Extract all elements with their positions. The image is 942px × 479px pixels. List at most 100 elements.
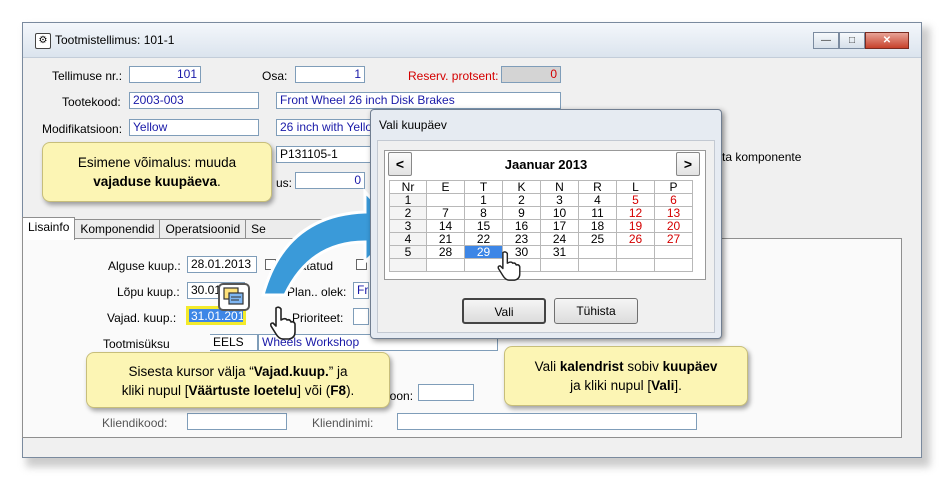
- calendar-day[interactable]: 20: [654, 219, 693, 233]
- calendar-day[interactable]: 8: [464, 206, 503, 220]
- tab-komponendid[interactable]: Komponendid: [74, 219, 161, 240]
- calendar-header: P: [654, 180, 693, 194]
- calendar-day[interactable]: 10: [540, 206, 579, 220]
- calendar-day[interactable]: 19: [616, 219, 655, 233]
- next-month-button[interactable]: >: [676, 152, 700, 176]
- calendar-day[interactable]: 3: [540, 193, 579, 207]
- modifikatsioon-field[interactable]: Yellow: [129, 119, 259, 136]
- prioriteet-field[interactable]: [353, 308, 369, 325]
- calendar-week: 4 21 22 23 24 25 26 27: [389, 232, 693, 246]
- callout-text: Sisesta kursor välja “: [128, 364, 254, 379]
- tab-operatsioonid[interactable]: Operatsioonid: [159, 219, 247, 240]
- calendar-day[interactable]: 5: [616, 193, 655, 207]
- prioriteet-label: Prioriteet:: [292, 311, 344, 325]
- callout-right: Vali kalendrist sobiv kuupäev ja kliki n…: [504, 346, 748, 406]
- sioon-field[interactable]: [418, 384, 474, 401]
- calendar-day[interactable]: 14: [426, 219, 465, 233]
- calendar-day[interactable]: 18: [578, 219, 617, 233]
- calendar-day[interactable]: 25: [578, 232, 617, 246]
- kliendinimi-field[interactable]: [397, 413, 697, 430]
- callout-right-line2: ja kliki nupul [Vali].: [505, 376, 747, 395]
- maximize-button[interactable]: □: [839, 32, 865, 49]
- calendar-day[interactable]: 17: [540, 219, 579, 233]
- calendar-day[interactable]: 27: [654, 232, 693, 246]
- calendar-day[interactable]: [578, 245, 617, 259]
- osa-field[interactable]: 1: [295, 66, 365, 83]
- calendar-day[interactable]: [426, 258, 465, 272]
- callout-text-bold: Väärtuste loetelu: [188, 383, 298, 398]
- calendar-day[interactable]: [654, 258, 693, 272]
- status-field[interactable]: 0: [295, 172, 365, 189]
- calendar-day-selected[interactable]: 29: [464, 245, 503, 259]
- calendar-day[interactable]: [540, 258, 579, 272]
- calendar-week: 5 28 29 30 31: [389, 245, 693, 259]
- hand-cursor-icon: [497, 251, 521, 281]
- calendar-day[interactable]: [616, 258, 655, 272]
- calendar-day[interactable]: 21: [426, 232, 465, 246]
- plan-olek-field[interactable]: Fr: [353, 282, 369, 299]
- callout-text: ).: [346, 383, 355, 398]
- tab-lisainfo[interactable]: Lisainfo: [22, 217, 76, 240]
- calendar-day[interactable]: [578, 258, 617, 272]
- tellimuse-field[interactable]: 101: [129, 66, 201, 83]
- calendar-header: T: [464, 180, 503, 194]
- calendar-header-row: Nr E T K N R L P: [389, 180, 693, 194]
- calendar-day[interactable]: 26: [616, 232, 655, 246]
- minimize-button[interactable]: —: [813, 32, 839, 49]
- close-button[interactable]: ✕: [865, 32, 909, 49]
- tootekood-field[interactable]: 2003-003: [129, 92, 259, 109]
- calendar-day[interactable]: 16: [502, 219, 541, 233]
- calendar-day[interactable]: 2: [502, 193, 541, 207]
- window-title: Tootmistellimus: 101-1: [55, 33, 175, 47]
- calendar-week: 2 7 8 9 10 11 12 13: [389, 206, 693, 220]
- calendar-grid: Nr E T K N R L P 1 1 2 3 4 5 6 2 7 8 9 1…: [389, 180, 693, 272]
- calendar-header: N: [540, 180, 579, 194]
- tuhista-button[interactable]: Tühista: [554, 298, 638, 324]
- calendar-day[interactable]: 28: [426, 245, 465, 259]
- week-number: 4: [389, 232, 427, 246]
- calendar-day[interactable]: [616, 245, 655, 259]
- calendar-day[interactable]: 13: [654, 206, 693, 220]
- vali-button[interactable]: Vali: [462, 298, 546, 324]
- status-label: us:: [276, 176, 293, 190]
- calendar-day[interactable]: 24: [540, 232, 579, 246]
- callout-text-bold: Vali: [651, 378, 675, 393]
- calendar-day[interactable]: 12: [616, 206, 655, 220]
- week-number: [389, 258, 427, 272]
- calendar-day[interactable]: 1: [464, 193, 503, 207]
- calendar-day[interactable]: 7: [426, 206, 465, 220]
- tootmisuksus-field[interactable]: EELS: [210, 334, 258, 351]
- callout-text-bold: kuupäev: [662, 359, 718, 374]
- hand-cursor-icon: [269, 306, 296, 340]
- lookup-icon[interactable]: [218, 283, 250, 311]
- calendar-day[interactable]: 9: [502, 206, 541, 220]
- title-bar: ⚙ Tootmistellimus: 101-1 — □ ✕: [23, 23, 921, 58]
- calendar-week: 1 1 2 3 4 5 6: [389, 193, 693, 207]
- callout-text: ].: [674, 378, 682, 393]
- calendar-day[interactable]: 31: [540, 245, 579, 259]
- kliendinimi-label: Kliendinimi:: [312, 416, 374, 430]
- calendar-day[interactable]: 11: [578, 206, 617, 220]
- reserv-field[interactable]: 0: [501, 66, 561, 83]
- calendar-month: Jaanuar 2013: [504, 157, 588, 172]
- calendar-day[interactable]: 23: [502, 232, 541, 246]
- calendar-day[interactable]: 15: [464, 219, 503, 233]
- calendar-header: L: [616, 180, 655, 194]
- tootmisuksus-label: Tootmisüksu: [103, 337, 170, 351]
- callout-text-bold: Vajad.kuup.: [253, 364, 329, 379]
- calendar-day[interactable]: 4: [578, 193, 617, 207]
- alguse-field[interactable]: 28.01.2013: [187, 256, 257, 273]
- code-field[interactable]: P131105-1: [276, 146, 376, 163]
- callout-text: ] või (: [297, 383, 331, 398]
- calendar-day[interactable]: 22: [464, 232, 503, 246]
- kliendikood-field[interactable]: [187, 413, 287, 430]
- calendar-day[interactable]: [426, 193, 465, 207]
- calendar-day[interactable]: [654, 245, 693, 259]
- prev-month-button[interactable]: <: [388, 152, 412, 176]
- callout-text: ” ja: [328, 364, 348, 379]
- extra-checkbox[interactable]: [356, 259, 367, 270]
- calendar-header: Nr: [389, 180, 427, 194]
- callout-text: ja kliki nupul [: [570, 378, 652, 393]
- week-number: 3: [389, 219, 427, 233]
- calendar-day[interactable]: 6: [654, 193, 693, 207]
